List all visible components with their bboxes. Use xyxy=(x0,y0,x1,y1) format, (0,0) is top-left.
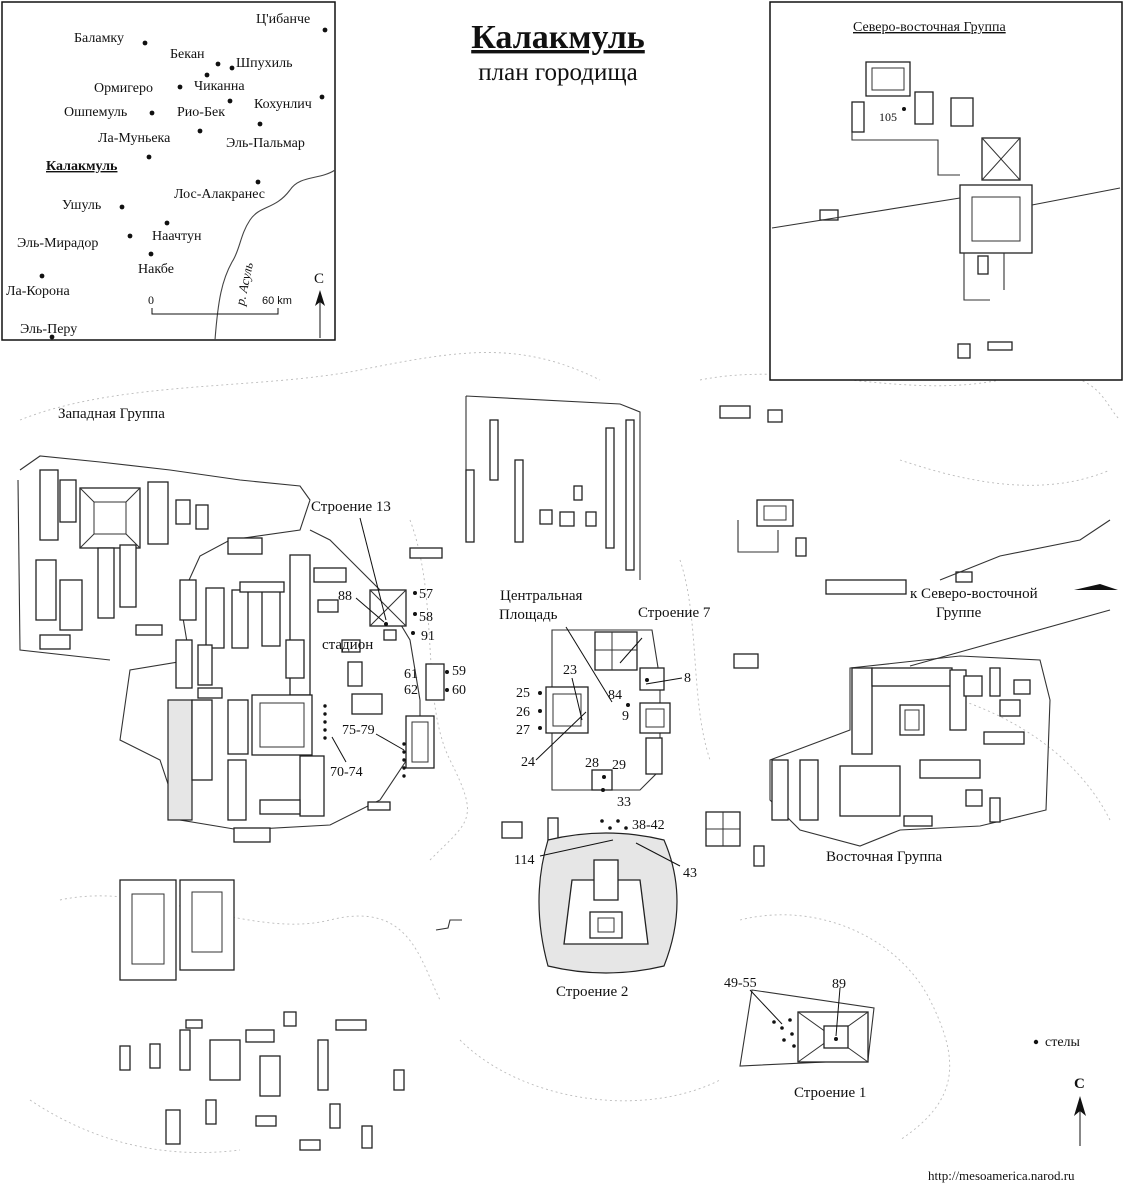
azul-river xyxy=(214,169,336,341)
central-plaza xyxy=(501,629,671,841)
north-arrow: С xyxy=(1074,1076,1086,1146)
label-38-42: 38-42 xyxy=(632,818,665,833)
contour-lines xyxy=(19,352,1121,1153)
central-stelae xyxy=(538,678,649,844)
structure-2 xyxy=(538,832,678,974)
label-27: 27 xyxy=(516,723,530,738)
site-kokhunlich: Кохунлич xyxy=(254,97,312,112)
label-29: 29 xyxy=(612,758,626,773)
site-el-peru: Эль-Перу xyxy=(20,322,77,337)
label-58: 58 xyxy=(419,610,433,625)
website-credit: http://mesoamerica.narod.ru xyxy=(928,1168,1075,1183)
label-structure-2: Строение 2 xyxy=(556,984,628,1000)
leader-lines xyxy=(331,517,1118,1037)
site-shpukhil: Шпухиль xyxy=(236,56,292,71)
site-naachtun: Наачтун xyxy=(152,229,202,244)
label-84: 84 xyxy=(608,688,622,703)
site-chikanna: Чиканна xyxy=(194,79,245,94)
label-26: 26 xyxy=(516,705,530,720)
label-west-group: Западная Группа xyxy=(58,406,165,422)
legend-stelae-label: стелы xyxy=(1045,1035,1081,1050)
legend: стелы xyxy=(1033,1035,1081,1050)
site-ushul: Ушуль xyxy=(62,198,101,213)
label-61: 61 xyxy=(404,667,418,682)
label-33: 33 xyxy=(617,795,631,810)
northeast-inset: Северо-восточная Группа 105 xyxy=(769,1,1123,381)
label-central-plaza-2: Площадь xyxy=(499,607,558,623)
southwest-structures xyxy=(119,879,462,1151)
site-la-munieka: Ла-Муньека xyxy=(98,131,171,146)
label-59: 59 xyxy=(452,664,466,679)
northeast-inset-title: Северо-восточная Группа xyxy=(853,20,1006,35)
label-114: 114 xyxy=(514,853,534,868)
site-kalakmul: Калакмуль xyxy=(46,159,118,174)
site-los-alakranes: Лос-Алакранес xyxy=(174,187,265,202)
north-label: С xyxy=(1074,1076,1085,1092)
label-28: 28 xyxy=(585,756,599,771)
label-88: 88 xyxy=(338,589,352,604)
region-sites: Ц'ибанче Баламку Бекан Шпухиль Ормигеро … xyxy=(6,12,328,340)
label-9: 9 xyxy=(622,709,629,724)
site-el-palmar: Эль-Пальмар xyxy=(226,136,305,151)
label-49-55: 49-55 xyxy=(724,976,757,991)
site-bekan: Бекан xyxy=(170,47,205,62)
label-east-group: Восточная Группа xyxy=(826,849,942,865)
northeast-label-105: 105 xyxy=(879,110,897,124)
site-ormigero: Ормигеро xyxy=(94,81,153,96)
site-rio-bek: Рио-Бек xyxy=(177,105,225,120)
structure-1 xyxy=(739,989,875,1067)
site-nakbe: Накбе xyxy=(138,262,174,277)
label-62: 62 xyxy=(404,683,418,698)
inset-north-arrow: С xyxy=(314,271,325,338)
label-structure-13: Строение 13 xyxy=(311,499,391,515)
north-central-structures xyxy=(465,395,641,580)
label-75-79: 75-79 xyxy=(342,723,375,738)
west-group xyxy=(17,455,445,843)
label-to-northeast-2: Группе xyxy=(936,605,982,621)
inset-north-label: С xyxy=(314,271,324,287)
label-24: 24 xyxy=(521,755,535,770)
label-89: 89 xyxy=(832,977,846,992)
label-structure-1: Строение 1 xyxy=(794,1085,866,1101)
label-23: 23 xyxy=(563,663,577,678)
label-91: 91 xyxy=(421,629,435,644)
scale-end: 60 km xyxy=(262,295,292,307)
label-stadium: стадион xyxy=(322,637,373,653)
site-oshpemul: Ошпемуль xyxy=(64,105,127,120)
west-stelae xyxy=(323,591,449,778)
label-57: 57 xyxy=(419,587,433,602)
legend-stela-dot xyxy=(1033,1039,1039,1045)
label-25: 25 xyxy=(516,686,530,701)
map-title: Калакмуль xyxy=(471,19,645,56)
site-el-mirador: Эль-Мирадор xyxy=(17,236,98,251)
site-balamku: Баламку xyxy=(74,31,124,46)
structure-7-shape xyxy=(594,631,638,671)
label-43: 43 xyxy=(683,866,697,881)
scale-start: 0 xyxy=(148,293,154,307)
label-70-74: 70-74 xyxy=(330,765,363,780)
map-labels: Западная Группа Строение 13 88 57 58 91 … xyxy=(58,406,1038,1101)
regional-inset: Ц'ибанче Баламку Бекан Шпухиль Ормигеро … xyxy=(1,1,336,341)
site-la-korona: Ла-Корона xyxy=(6,284,71,299)
east-group xyxy=(705,405,1111,867)
map-subtitle: план городища xyxy=(478,59,637,86)
label-8: 8 xyxy=(684,671,691,686)
label-60: 60 xyxy=(452,683,466,698)
label-central-plaza-1: Центральная xyxy=(500,588,583,604)
site-tsibanche: Ц'ибанче xyxy=(256,12,310,27)
label-structure-7: Строение 7 xyxy=(638,605,711,621)
label-to-northeast-1: к Северо-восточной xyxy=(910,586,1038,602)
scale-bar: 0 60 km xyxy=(148,293,292,315)
